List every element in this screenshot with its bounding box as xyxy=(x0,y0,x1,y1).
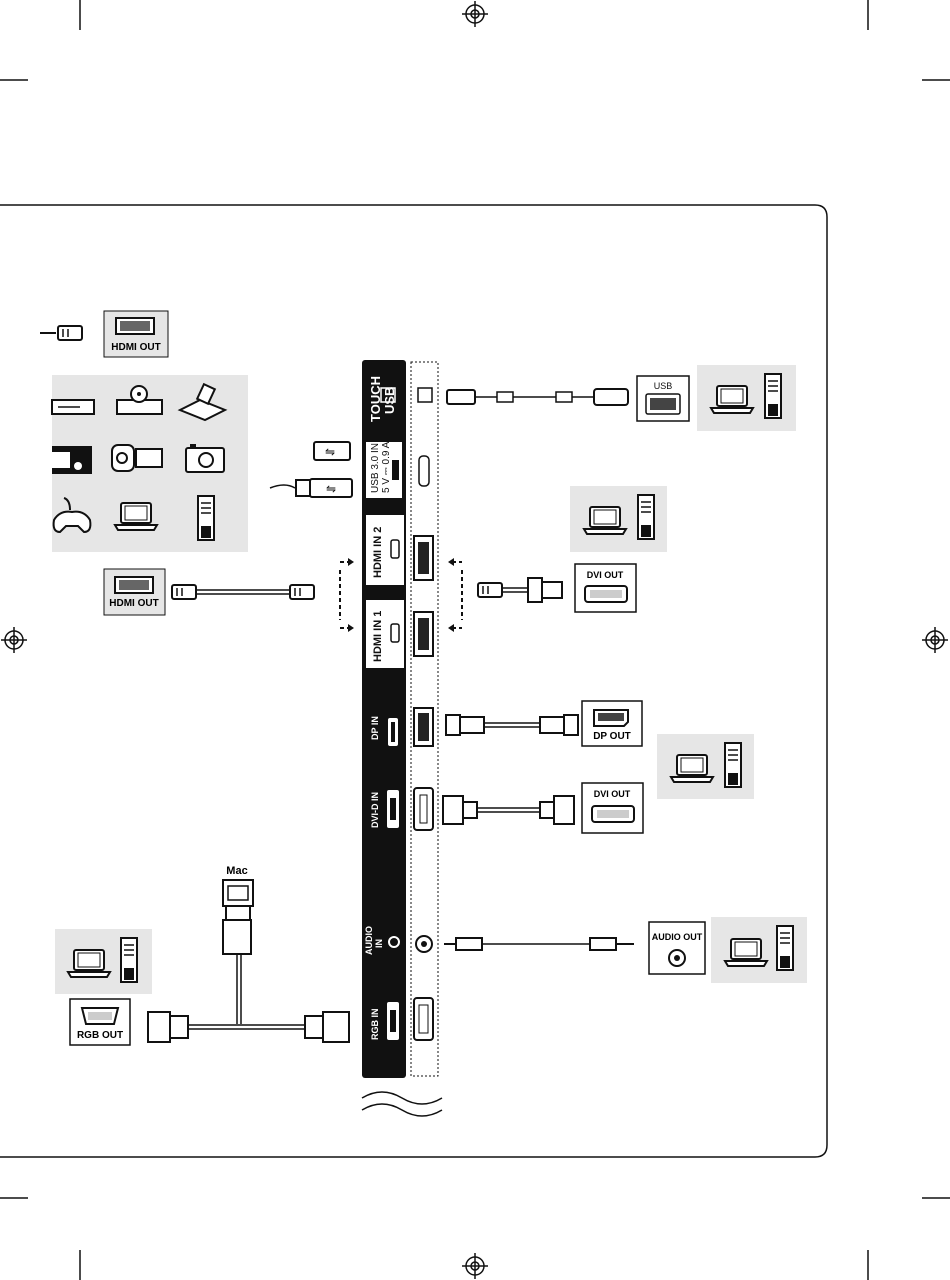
touch-usb-cable xyxy=(447,389,628,405)
arrowhead xyxy=(448,624,454,632)
tv-box-icon xyxy=(52,446,92,474)
hdmi-out-top-box: HDMI OUT xyxy=(104,311,168,357)
hdmi-out-left-box: HDMI OUT xyxy=(104,569,165,615)
hdmi-dvi-cable xyxy=(478,578,562,602)
camcorder-icon xyxy=(112,445,162,471)
side-ports-strip xyxy=(411,362,438,1076)
usb-cable-icon: ⇋ xyxy=(270,479,352,497)
side-usb-port xyxy=(419,456,429,486)
audio-in-label-line1: AUDIO xyxy=(364,926,374,955)
dvd-player-icon xyxy=(52,400,94,414)
hdmi-arrows-left xyxy=(340,562,350,628)
rgb-out-box: RGB OUT xyxy=(70,999,130,1045)
registration-mark-top-icon xyxy=(462,1,488,27)
rgb-out-label: RGB OUT xyxy=(77,1030,123,1041)
rgb-in-label: RGB IN xyxy=(370,1009,380,1041)
mac-adapter-icon xyxy=(223,880,253,1024)
laptop-icon xyxy=(711,386,753,413)
dvi-out-hdmi-label: DVI OUT xyxy=(587,570,624,580)
hdmi-out-top-label: HDMI OUT xyxy=(111,342,160,353)
laptop-icon xyxy=(115,503,157,530)
pc-touch-group xyxy=(697,365,796,431)
usb-a-plug-icon: ⇋ xyxy=(314,442,350,460)
dvi-out-box: DVI OUT xyxy=(582,783,643,833)
side-usb-b-port xyxy=(418,388,432,402)
dvi-out-hdmi-box: DVI OUT xyxy=(575,564,636,612)
usb30-port-icon xyxy=(392,460,399,480)
audio-out-box: AUDIO OUT xyxy=(649,922,705,974)
arrowhead xyxy=(348,558,354,566)
connector-panel: TOUCH USB USB 3.0 IN 5 V ⎓ 0.9 A HDMI IN… xyxy=(362,360,406,1078)
usb30-label-line2: 5 V ⎓ 0.9 A xyxy=(381,441,392,493)
registration-mark-bottom-icon xyxy=(462,1253,488,1279)
arrowhead xyxy=(448,558,454,566)
usb-source-label: USB xyxy=(654,381,673,391)
registration-mark-right-icon xyxy=(922,627,948,653)
hdmi-cable-legend-icon xyxy=(40,326,82,340)
laptop-icon xyxy=(584,507,626,534)
hdmi1-label: HDMI IN 1 xyxy=(372,611,384,662)
audio-in-label-line2: IN xyxy=(374,939,384,948)
hdmi-out-left-label: HDMI OUT xyxy=(109,598,158,609)
audio-out-label: AUDIO OUT xyxy=(652,932,703,942)
hdmi-cable-left xyxy=(172,585,314,599)
dp-out-label: DP OUT xyxy=(593,731,631,742)
usb-source-box: USB xyxy=(637,376,689,421)
desktop-tower-icon xyxy=(765,374,781,418)
av-devices-group xyxy=(52,375,248,552)
dvi-out-label: DVI OUT xyxy=(594,789,631,799)
laptop-icon xyxy=(725,939,767,966)
dp-in-label: DP IN xyxy=(370,716,380,740)
mac-label: Mac xyxy=(226,865,247,877)
wave-break-icon xyxy=(362,1092,442,1116)
hdmi-arrows-right xyxy=(452,562,462,628)
desktop-tower-icon xyxy=(198,496,214,540)
hdmi2-label: HDMI IN 2 xyxy=(372,527,384,578)
laptop-icon xyxy=(68,950,110,977)
pc-rgb-group xyxy=(55,929,152,994)
usb30-label-line1: USB 3.0 IN xyxy=(370,443,381,493)
desktop-tower-icon xyxy=(638,495,654,539)
dvi-cable xyxy=(443,796,574,824)
desktop-tower-icon xyxy=(777,926,793,970)
audio-cable xyxy=(444,938,634,950)
desktop-tower-icon xyxy=(725,743,741,787)
pc-dp-group xyxy=(657,734,754,799)
svg-text:⇋: ⇋ xyxy=(326,482,336,496)
laptop-icon xyxy=(671,755,713,782)
registration-mark-left-icon xyxy=(1,627,27,653)
desktop-tower-icon xyxy=(121,938,137,982)
pc-hdmi-group xyxy=(570,486,667,552)
dp-out-box: DP OUT xyxy=(582,701,642,746)
arrowhead xyxy=(348,624,354,632)
pc-audio-group xyxy=(711,917,807,983)
dvi-d-in-label: DVI-D IN xyxy=(370,792,380,828)
camera-icon xyxy=(186,444,224,472)
rgb-cable xyxy=(148,1012,349,1042)
dp-cable xyxy=(446,715,578,735)
svg-text:⇋: ⇋ xyxy=(325,445,335,459)
